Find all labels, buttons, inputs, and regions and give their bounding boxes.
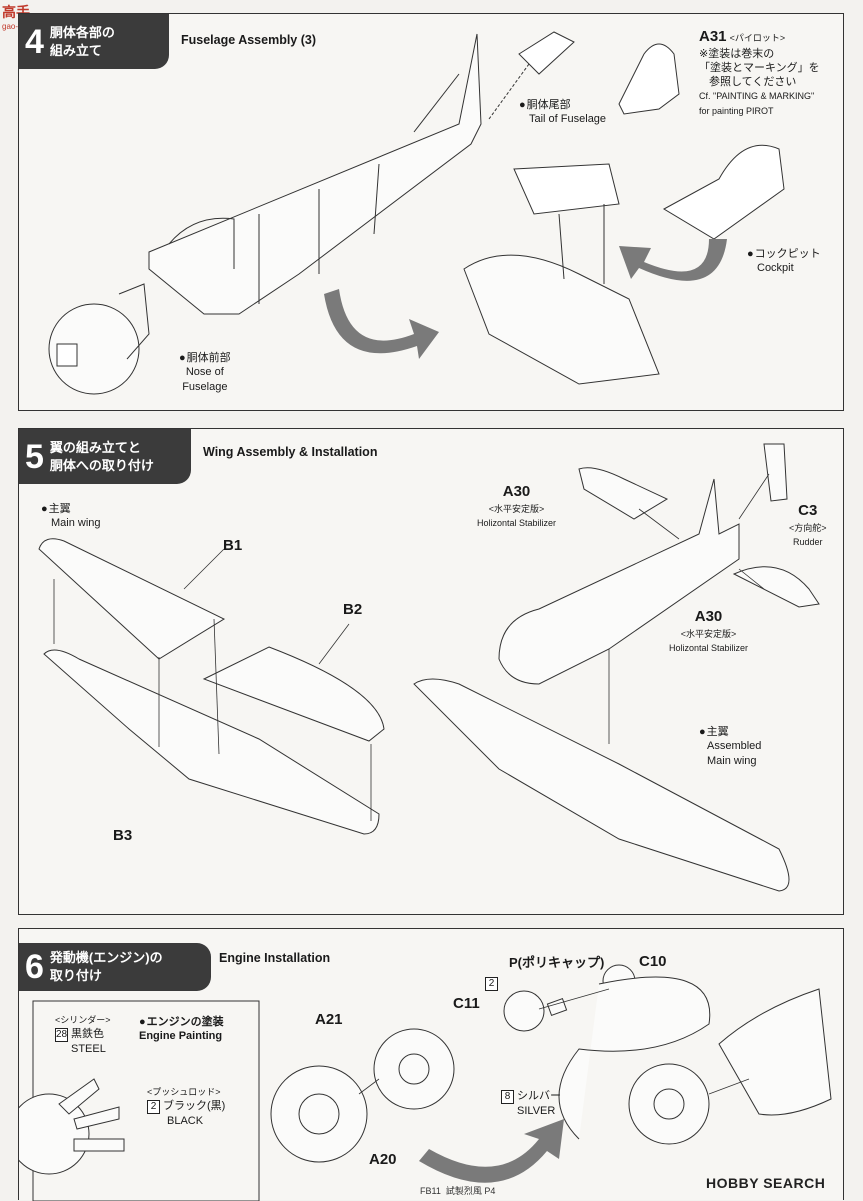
page-footer: FB11 試製烈風 P4 [420,1186,496,1196]
engine-installation-illustration [19,964,832,1201]
step-6-badge: 6 発動機(エンジン)の取り付け [19,943,211,991]
part-c10: C10 [639,953,667,970]
engine-painting-label: エンジンの塗装 Engine Painting [139,1015,224,1044]
part-a20: A20 [369,1151,397,1168]
watermark-hobby-search: HOBBY SEARCH [706,1175,826,1191]
part-a21: A21 [315,1011,343,1028]
c3-label: C3 <方向舵> Rudder [789,502,827,547]
fuselage-assembly-illustration [48,31,785,395]
a30-top-label: A30 <水平安定版> Holizontal Stabilizer [477,483,557,528]
step-5-title-en: Wing Assembly & Installation [203,445,378,459]
part-c11: C11 [453,995,480,1012]
a30-bottom-label: A30 <水平安定版> Holizontal Stabilizer [669,608,749,653]
step-4-badge: 4 胴体各部の組み立て [19,14,169,69]
step-4-title-en: Fuselage Assembly (3) [181,33,317,47]
c11-paint-number: 2 [485,976,501,991]
pilot-label: A31 <パイロット> ※塗装は巻末の 「塗装とマーキング」を 参照してください… [699,28,820,116]
polycap-label: P(ポリキャップ) [509,955,605,970]
part-b1: B1 [223,537,243,554]
step-6-panel: 6 発動機(エンジン)の取り付け Engine Installation <シリ… [18,928,844,1201]
step-5-panel: 5 翼の組み立てと胴体への取り付け Wing Assembly & Instal… [18,428,844,915]
assembled-wing-label: 主翼 Assembled Main wing [699,725,761,768]
step-5-badge: 5 翼の組み立てと胴体への取り付け [19,429,191,484]
part-b3: B3 [113,827,133,844]
step-6-title-en: Engine Installation [219,951,331,965]
part-b2: B2 [343,601,363,618]
wing-assembly-illustration [38,443,820,892]
